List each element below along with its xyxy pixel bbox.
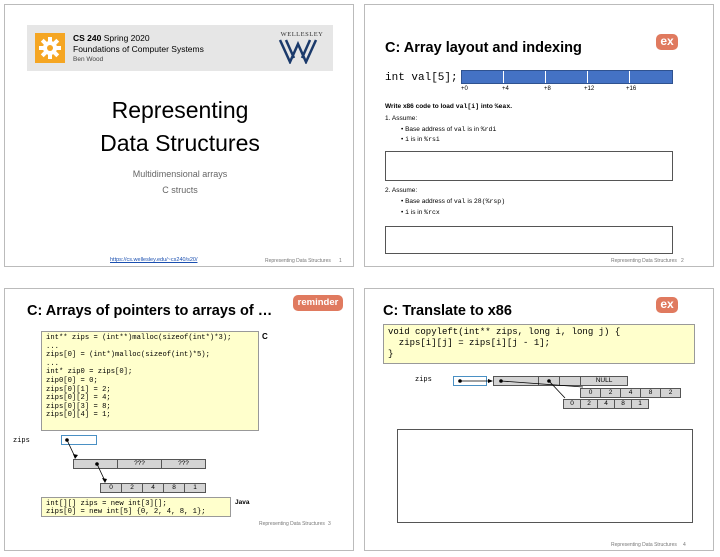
offset-label: +4 [502,86,509,92]
question-1-label: 1. Assume: [385,115,418,122]
question-1-bullet-2: • i is in %rsi [401,136,440,143]
slide-title: C: Array layout and indexing [385,40,582,56]
page-number: 2 [681,258,684,264]
page-number: 1 [339,258,342,264]
title-line-2: Data Structures [100,130,260,156]
title-line-1: Representing [111,97,249,123]
exercise-badge: ex [656,34,678,50]
pointer-arrows [458,379,584,399]
wellesley-logo: WELLESLEY [278,31,326,67]
pointer-array-cell: ??? [161,459,206,469]
prompt: Write x86 code to load val[i] into %eax. [385,103,513,110]
course-header [27,25,333,71]
row-1-cell: 2 [660,388,681,398]
answer-box-1[interactable] [385,151,673,181]
footer-text: Representing Data Structures [259,521,325,527]
slide-1[interactable]: CS 240 Spring 2020 Foundations of Comput… [4,4,354,267]
course-name: Foundations of Computer Systems [73,44,204,54]
reminder-badge: reminder [293,295,343,311]
offset-label: +12 [584,86,595,92]
pointer-array-cell: NULL [580,376,628,386]
footer-text: Representing Data Structures [611,258,677,264]
zips-pointer-box [61,435,97,445]
answer-box-2[interactable] [385,226,673,254]
page-number: 3 [328,521,331,527]
page-number: 4 [683,542,686,548]
slide-4[interactable]: C: Translate to x86 ex void copyleft(int… [364,288,714,551]
question-1-bullet-1: • Base address of val is in %rdi [401,126,497,133]
offset-label: +0 [461,86,468,92]
course-term: Spring 2020 [103,33,150,43]
course-code: CS 240 [73,33,102,43]
slide-title: C: Translate to x86 [383,303,512,319]
c-label: C [262,332,268,341]
footer-text: Representing Data Structures [611,542,677,548]
offset-label: +16 [626,86,637,92]
array-declaration: int val[5]; [385,72,458,84]
pointer-arrows [65,438,107,483]
slide-2[interactable]: C: Array layout and indexing ex int val[… [364,4,714,267]
subtitle-1: Multidimensional arrays [132,169,228,179]
question-2-bullet-1: • Base address of val is 28(%rsp) [401,198,506,205]
slide-title: C: Arrays of pointers to arrays of … [27,303,273,319]
zips-label: zips [13,437,30,445]
instructor: Ben Wood [73,56,104,63]
slide-3[interactable]: C: Arrays of pointers to arrays of … rem… [4,288,354,551]
java-label: Java [235,499,250,506]
zips-label: zips [415,376,432,384]
row-2-cell: 1 [631,399,649,409]
course-url-link[interactable]: https://cs.wellesley.edu/~cs240/s20/ [110,257,198,263]
subtitle-2: C structs [162,185,198,195]
c-code-block: void copyleft(int** zips, long i, long j… [383,324,695,364]
c-code-block: int** zips = (int**)malloc(sizeof(int*)*… [41,331,259,431]
question-2-bullet-2: • i is in %rcx [401,209,440,216]
gear-icon [34,32,66,64]
exercise-badge: ex [656,297,678,313]
footer-text: Representing Data Structures [265,258,331,264]
course-line: CS 240 Spring 2020 [73,33,150,43]
java-code-block: int[][] zips = new int[3][]; zips[0] = n… [41,497,231,517]
question-2-label: 2. Assume: [385,187,418,194]
int-array-cell: 1 [184,483,206,493]
offset-label: +8 [544,86,551,92]
answer-box[interactable] [397,429,693,523]
array-layout [461,70,673,84]
